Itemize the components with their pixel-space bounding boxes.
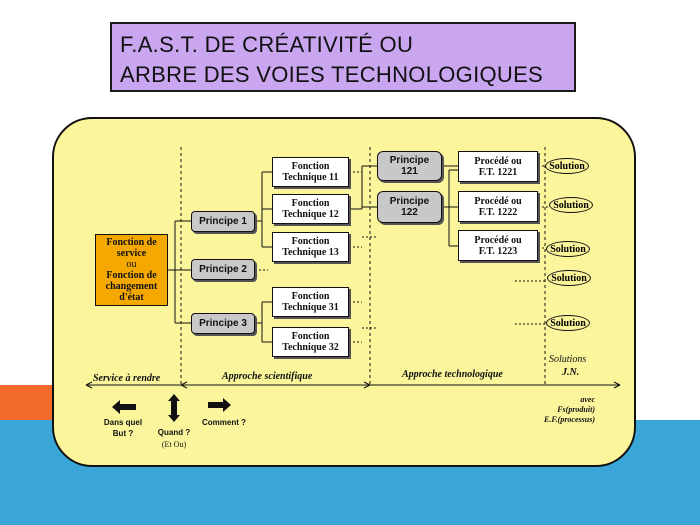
solution-3: Solution xyxy=(546,241,590,257)
service-function-box: Fonction de service ou Fonction de chang… xyxy=(95,234,168,306)
phase-technological-label: Approche technologique xyxy=(402,369,503,380)
function-31-line-1: Fonction xyxy=(291,291,330,302)
slide-title: F.A.S.T. DE CRÉATIVITÉ OU ARBRE DES VOIE… xyxy=(110,22,576,92)
legend-quand: Quand ? xyxy=(157,428,191,437)
function-12-line-1: Fonction xyxy=(291,198,330,209)
procede-1222-box: Procédé ou F.T. 1222 xyxy=(458,191,538,222)
function-32-line-1: Fonction xyxy=(291,331,330,342)
phase-service-label: Service à rendre xyxy=(93,373,161,384)
principle-121-box: Principe 121 xyxy=(377,151,442,181)
function-32-line-2: Technique 32 xyxy=(282,342,339,353)
principle-122-line-1: Principe xyxy=(389,196,430,207)
service-line-6: d'état xyxy=(119,292,144,303)
principle-2-label: Principe 2 xyxy=(199,264,247,275)
solution-5: Solution xyxy=(546,315,590,331)
phase-scientific-label: Approche scientifique xyxy=(222,371,313,382)
principle-121-line-1: Principe xyxy=(389,155,430,166)
principle-121-line-2: 121 xyxy=(401,166,418,177)
solution-4: Solution xyxy=(547,270,591,286)
service-line-3: ou xyxy=(126,259,137,270)
left-arrow-icon xyxy=(112,400,136,414)
function-13-line-2: Technique 13 xyxy=(282,247,339,258)
service-line-1: Fonction de xyxy=(106,237,157,248)
legend-but-line-1: Dans quel xyxy=(103,418,143,427)
procede-1221-box: Procédé ou F.T. 1221 xyxy=(458,151,538,182)
principle-1-label: Principe 1 xyxy=(199,216,247,227)
function-12-line-2: Technique 12 xyxy=(282,209,339,220)
legend-note-line-3: E.F.(processus) xyxy=(544,415,595,424)
right-arrow-icon xyxy=(208,398,231,412)
solution-2: Solution xyxy=(549,197,593,213)
procede-1223-line-1: Procédé ou xyxy=(474,234,522,246)
legend-dans-quel-but: Dans quel But ? xyxy=(100,417,146,439)
service-line-2: service xyxy=(116,248,147,259)
function-technique-31-box: Fonction Technique 31 xyxy=(272,287,349,317)
principle-122-line-2: 122 xyxy=(401,207,418,218)
principle-3-label: Principe 3 xyxy=(199,318,247,329)
solution-1: Solution xyxy=(545,158,589,174)
function-13-line-1: Fonction xyxy=(291,236,330,247)
legend-note: avec Fs(produit) E.F.(processus) xyxy=(520,395,595,425)
function-technique-32-box: Fonction Technique 32 xyxy=(272,327,349,357)
legend-note-line-2: Fs(produit) xyxy=(557,405,595,414)
function-31-line-2: Technique 31 xyxy=(282,302,339,313)
phase-solutions-label: Solutions xyxy=(549,354,587,365)
legend-but-line-2: But ? xyxy=(112,429,134,438)
legend-et-ou: (Et Ou) xyxy=(161,440,187,449)
function-11-line-1: Fonction xyxy=(291,161,330,172)
title-line-1: F.A.S.T. DE CRÉATIVITÉ OU xyxy=(120,32,414,57)
principle-1-box: Principe 1 xyxy=(191,211,255,232)
function-technique-12-box: Fonction Technique 12 xyxy=(272,194,349,224)
title-line-2: ARBRE DES VOIES TECHNOLOGIQUES xyxy=(120,62,544,87)
legend-note-line-1: avec xyxy=(580,395,595,404)
function-technique-13-box: Fonction Technique 13 xyxy=(272,232,349,262)
service-line-4: Fonction de xyxy=(106,270,157,281)
up-down-arrow-icon xyxy=(168,394,180,422)
procede-1222-line-2: F.T. 1222 xyxy=(478,206,518,218)
procede-1223-line-2: F.T. 1223 xyxy=(478,245,518,257)
principle-2-box: Principe 2 xyxy=(191,259,255,280)
principle-122-box: Principe 122 xyxy=(377,191,442,223)
procede-1221-line-1: Procédé ou xyxy=(474,155,522,167)
function-11-line-2: Technique 11 xyxy=(282,172,339,183)
function-technique-11-box: Fonction Technique 11 xyxy=(272,157,349,187)
procede-1222-line-1: Procédé ou xyxy=(474,195,522,207)
procede-1221-line-2: F.T. 1221 xyxy=(478,166,518,178)
procede-1223-box: Procédé ou F.T. 1223 xyxy=(458,230,538,261)
principle-3-box: Principe 3 xyxy=(191,313,255,334)
legend-comment: Comment ? xyxy=(202,418,246,427)
author-initials: J.N. xyxy=(562,367,580,378)
service-line-5: changement xyxy=(105,281,158,292)
